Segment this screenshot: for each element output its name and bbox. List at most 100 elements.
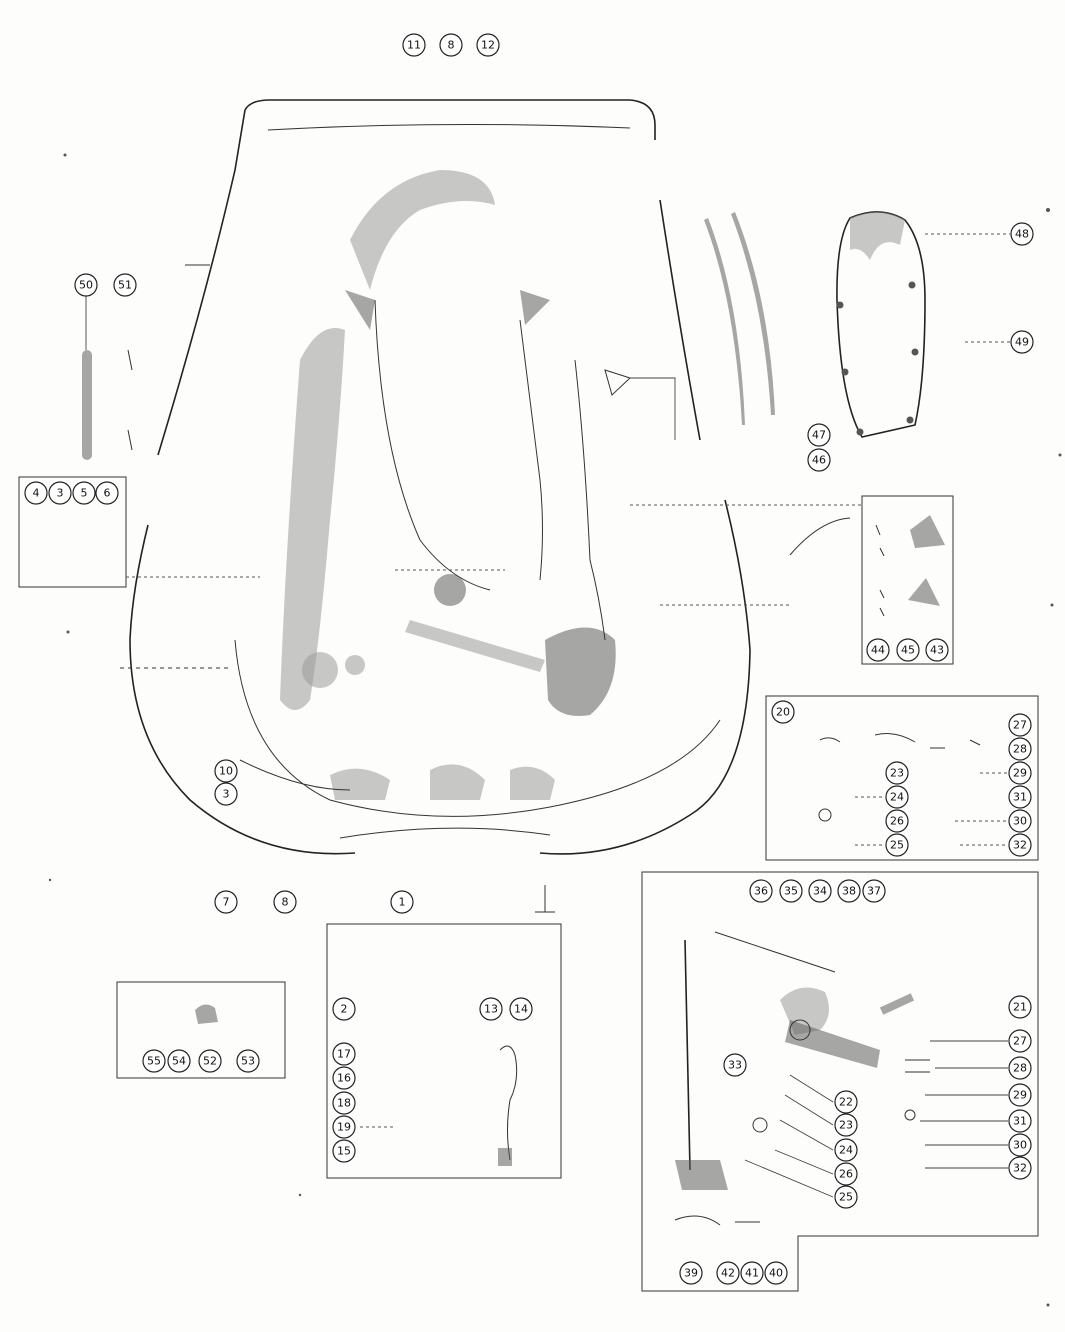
bearing-left-small	[345, 655, 365, 675]
callout-13: 13	[479, 997, 503, 1021]
callout-circle	[716, 1261, 740, 1285]
callout-46: 46	[807, 448, 831, 472]
callout-53: 53	[236, 1049, 260, 1073]
callout-18: 18	[332, 1091, 356, 1115]
callout-33: 33	[723, 1053, 747, 1077]
callout-54: 54	[167, 1049, 191, 1073]
callout-label: 6	[104, 487, 111, 500]
callout-39: 39	[679, 1261, 703, 1285]
callout-32: 32	[1008, 833, 1032, 857]
callout-circle	[1008, 1083, 1032, 1107]
callout-label: 29	[1013, 1089, 1027, 1102]
callout-8: 8	[273, 890, 297, 914]
callout-label: 52	[203, 1055, 217, 1068]
callout-47: 47	[807, 423, 831, 447]
shift-washer	[904, 1109, 916, 1121]
callout-28: 28	[1008, 737, 1032, 761]
callout-8: 8	[439, 33, 463, 57]
callout-11: 11	[402, 33, 426, 57]
callout-label: 30	[1013, 1139, 1027, 1152]
callout-label: 2	[341, 1003, 348, 1016]
callout-3: 3	[48, 481, 72, 505]
triangle-cover	[604, 369, 631, 396]
callout-label: 32	[1013, 1162, 1027, 1175]
cover-gasket	[836, 211, 1010, 438]
gasket-hole-3	[911, 348, 919, 356]
callout-49: 49	[1010, 330, 1034, 354]
callout-circle	[142, 1049, 166, 1073]
callout-label: 54	[172, 1055, 186, 1068]
callout-label: 4	[33, 487, 40, 500]
callout-label: 24	[839, 1144, 853, 1157]
callout-5: 5	[72, 481, 96, 505]
housing-outer-outline	[129, 99, 751, 855]
callout-label: 14	[514, 1003, 528, 1016]
callout-30: 30	[1008, 809, 1032, 833]
callout-label: 38	[842, 885, 856, 898]
leader-24b	[779, 1119, 834, 1151]
callout-label: 23	[839, 1119, 853, 1132]
box-20-contents	[818, 733, 1008, 846]
callout-circle	[74, 273, 98, 297]
callout-label: 18	[337, 1097, 351, 1110]
callout-6: 6	[95, 481, 119, 505]
callout-12: 12	[476, 33, 500, 57]
bracket-upper	[910, 515, 945, 548]
gasket-hole-6	[906, 416, 914, 424]
callout-41: 41	[740, 1261, 764, 1285]
callout-label: 31	[1013, 791, 1027, 804]
callout-circle	[1008, 1056, 1032, 1080]
callout-14: 14	[509, 997, 533, 1021]
gasket-strip-1	[704, 218, 745, 425]
shaft-arm-upper	[350, 170, 495, 290]
housing-inner-curve	[234, 639, 721, 817]
box-parts-4-3-5-6	[18, 476, 127, 588]
shift-screws	[674, 1215, 760, 1226]
gasket-strip-2	[731, 212, 775, 415]
callout-42: 42	[716, 1261, 740, 1285]
callout-26: 26	[834, 1162, 858, 1186]
callout-circle	[885, 833, 909, 857]
callout-7: 7	[214, 890, 238, 914]
callout-label: 19	[337, 1121, 351, 1134]
bracket-screws	[875, 524, 885, 617]
callout-circle	[885, 785, 909, 809]
callout-34: 34	[808, 879, 832, 903]
assembly-leaders	[126, 377, 862, 606]
callout-30: 30	[1008, 1133, 1032, 1157]
callout-25: 25	[834, 1185, 858, 1209]
callout-circle	[1008, 761, 1032, 785]
callout-circle	[834, 1185, 858, 1209]
callout-label: 28	[1013, 1062, 1027, 1075]
speck	[48, 878, 52, 882]
callout-circle	[749, 879, 773, 903]
callout-32: 32	[1008, 1156, 1032, 1180]
callout-label: 5	[81, 487, 88, 500]
callout-label: 1	[399, 896, 406, 909]
speck	[1050, 603, 1054, 607]
callout-19: 19	[332, 1115, 356, 1139]
callout-29: 29	[1008, 761, 1032, 785]
callout-label: 29	[1013, 767, 1027, 780]
callout-circle	[214, 759, 238, 783]
callout-17: 17	[332, 1042, 356, 1066]
callout-label: 8	[448, 39, 455, 52]
callout-label: 45	[901, 644, 915, 657]
callout-38: 38	[837, 879, 861, 903]
callout-25: 25	[885, 833, 909, 857]
callout-36: 36	[749, 879, 773, 903]
callout-label: 12	[481, 39, 495, 52]
shift-shaft	[684, 939, 691, 1171]
callout-circle	[332, 1091, 356, 1115]
callout-circle	[1008, 1133, 1032, 1157]
callout-circle	[740, 1261, 764, 1285]
bottom-fittings	[330, 764, 555, 800]
callout-16: 16	[332, 1066, 356, 1090]
callout-label: 27	[1013, 719, 1027, 732]
callout-circle	[723, 1053, 747, 1077]
box-55-contents	[195, 1004, 218, 1024]
callout-circle	[807, 448, 831, 472]
callout-label: 8	[282, 896, 289, 909]
gasket-hole-4	[841, 368, 849, 376]
leader-23b	[784, 1094, 834, 1126]
